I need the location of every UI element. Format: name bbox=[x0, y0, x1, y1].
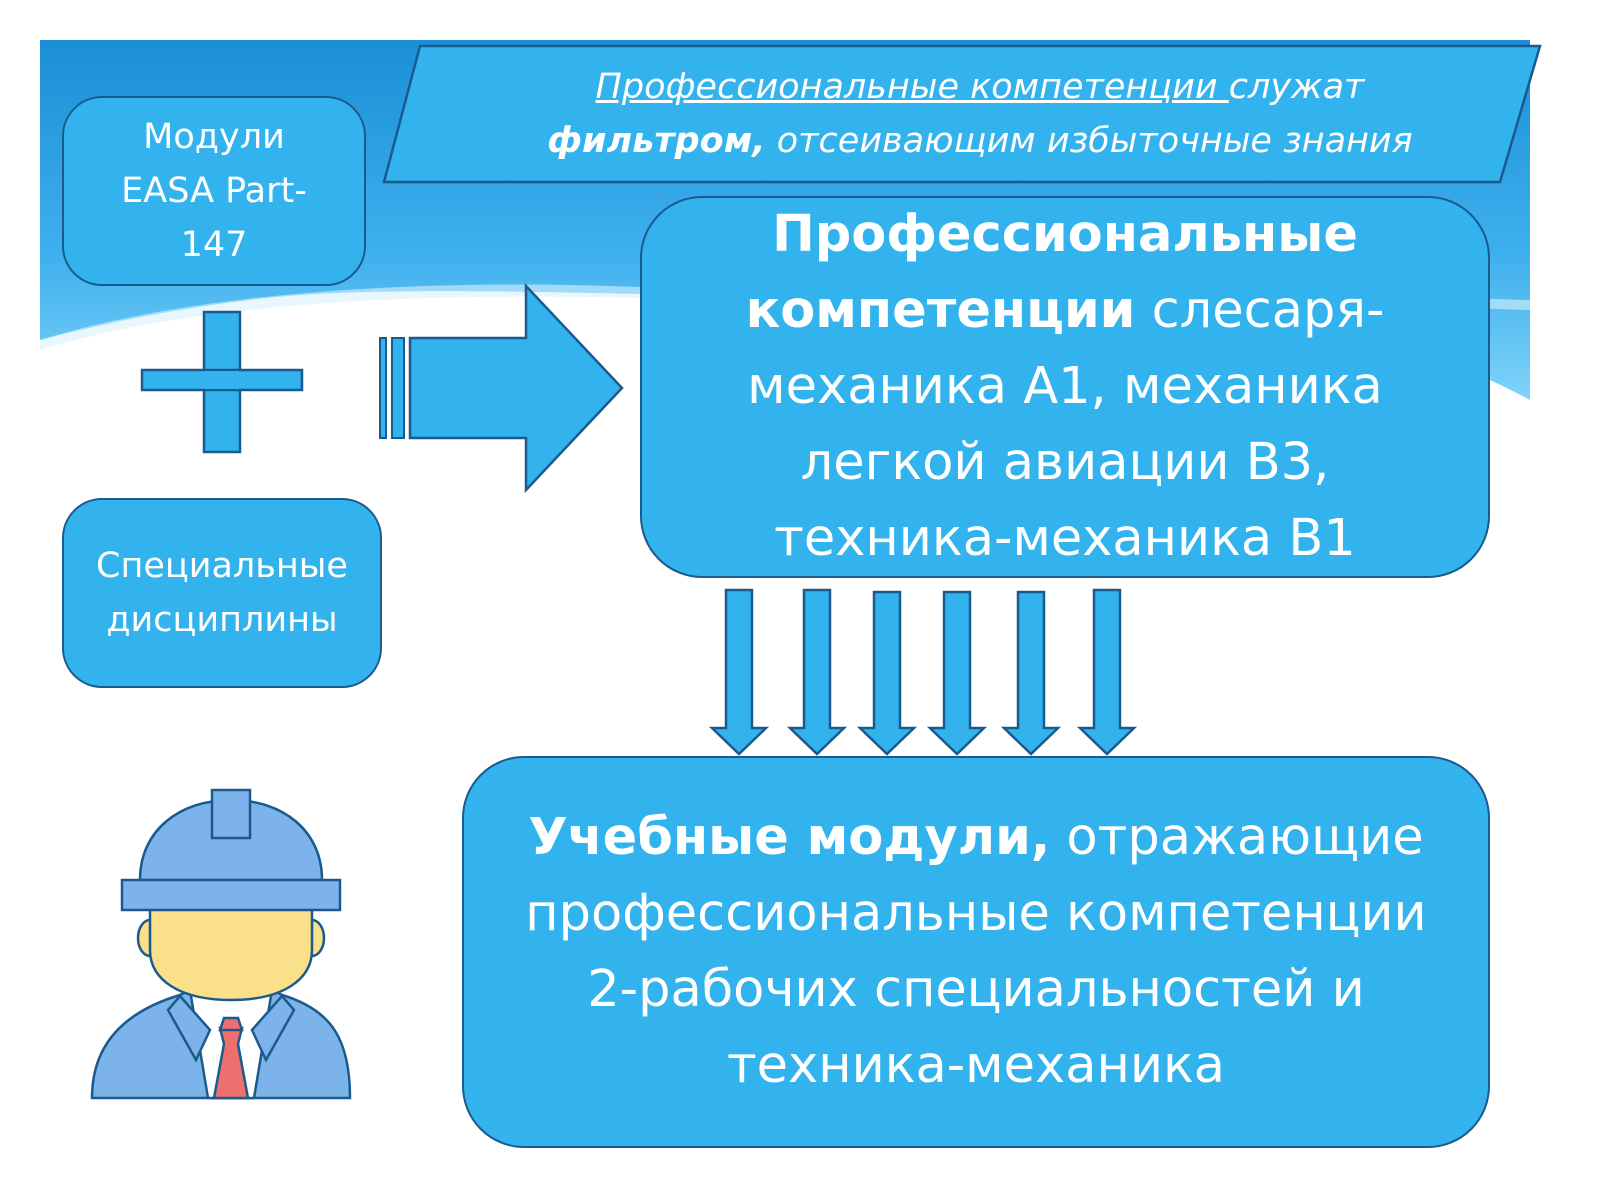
modules-line-1: Модули bbox=[143, 117, 285, 157]
competencies-rest-2: слесаря- bbox=[1135, 281, 1385, 340]
competencies-line-3: механика А1, механика bbox=[747, 357, 1383, 416]
down-arrow-icon bbox=[1000, 590, 1062, 756]
banner-rest-2: отсеивающим избыточные знания bbox=[765, 121, 1413, 161]
competencies-bold-1: Профессиональные bbox=[772, 205, 1358, 264]
banner-rest-1: служат bbox=[1228, 67, 1365, 107]
competencies-bold-2: компетенции bbox=[745, 281, 1136, 340]
down-arrow-icon bbox=[926, 590, 988, 756]
competencies-text: Профессиональные компетенции слесаря- ме… bbox=[706, 197, 1425, 577]
worker-icon bbox=[90, 788, 352, 1100]
down-arrow-icons bbox=[708, 588, 1138, 756]
banner-shape bbox=[382, 44, 1542, 184]
modules-line-2: EASA Part- bbox=[121, 171, 307, 211]
learning-rest-1: отражающие bbox=[1050, 808, 1424, 867]
plus-icon bbox=[140, 310, 304, 454]
banner-line-1: Профессиональные компетенции служат bbox=[430, 60, 1530, 114]
modules-line-3: 147 bbox=[180, 225, 248, 265]
competencies-line-1: Профессиональные bbox=[746, 197, 1385, 273]
learning-line-2: профессиональные компетенции bbox=[525, 884, 1427, 943]
learning-modules-box: Учебные модули, отражающие профессиональ… bbox=[462, 756, 1490, 1148]
down-arrow-icon bbox=[708, 588, 770, 756]
banner-caption: Профессиональные компетенции служат филь… bbox=[430, 60, 1530, 168]
special-text: Специальные дисциплины bbox=[78, 539, 366, 647]
learning-bold: Учебные модули, bbox=[528, 808, 1051, 867]
banner-bold: фильтром, bbox=[547, 121, 766, 161]
modules-text: Модули EASA Part- 147 bbox=[103, 110, 325, 272]
banner-underlined: Профессиональные компетенции bbox=[595, 67, 1229, 107]
down-arrow-icon bbox=[786, 588, 848, 756]
special-line-1: Специальные bbox=[96, 546, 348, 586]
modules-box: Модули EASA Part- 147 bbox=[62, 96, 366, 286]
down-arrow-icon bbox=[1076, 588, 1138, 756]
special-line-2: дисциплины bbox=[106, 600, 338, 640]
learning-line-3: 2-рабочих специальностей и bbox=[587, 960, 1365, 1019]
special-disciplines-box: Специальные дисциплины bbox=[62, 498, 382, 688]
banner-line-2: фильтром, отсеивающим избыточные знания bbox=[430, 114, 1530, 168]
down-arrow-icon bbox=[856, 590, 918, 756]
competencies-line-5: техника-механика В1 bbox=[774, 509, 1356, 568]
competencies-line-2: компетенции слесаря- bbox=[746, 273, 1385, 349]
learning-text: Учебные модули, отражающие профессиональ… bbox=[485, 800, 1466, 1104]
competencies-box: Профессиональные компетенции слесаря- ме… bbox=[640, 196, 1490, 578]
competencies-line-4: легкой авиации В3, bbox=[800, 433, 1330, 492]
learning-line-4: техника-механика bbox=[726, 1036, 1226, 1095]
right-arrow-icon bbox=[379, 282, 624, 494]
learning-line-1: Учебные модули, отражающие bbox=[525, 800, 1426, 876]
